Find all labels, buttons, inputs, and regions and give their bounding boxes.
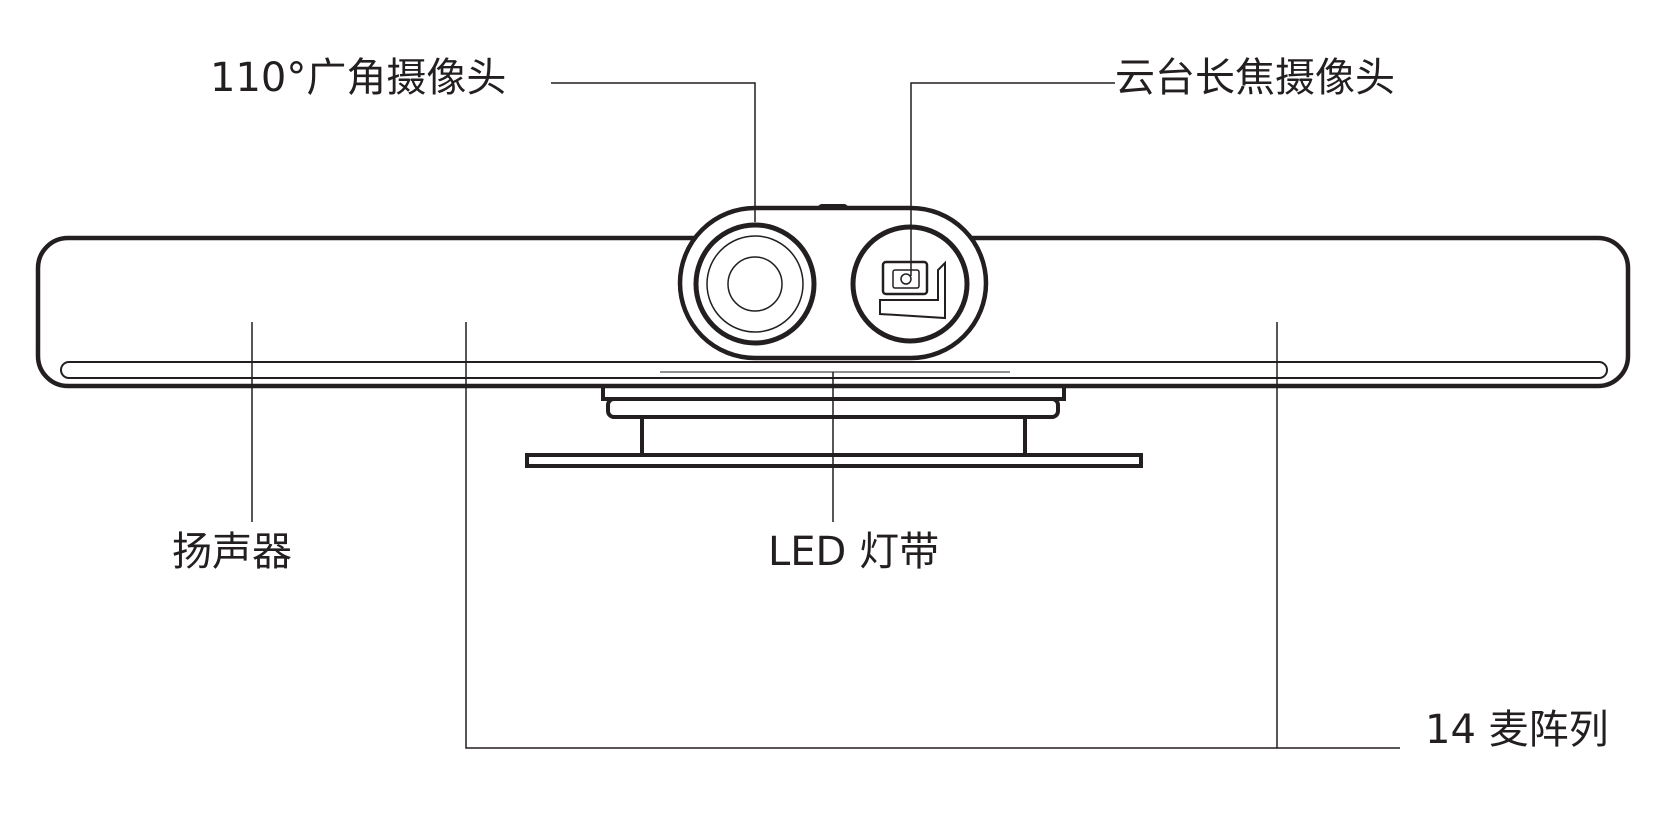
callout-lines xyxy=(251,82,1400,749)
label-led-strip: LED 灯带 xyxy=(768,529,940,575)
mount-bracket xyxy=(525,381,1143,468)
wide-camera-lens xyxy=(693,222,817,346)
label-ptz-camera: 云台长焦摄像头 xyxy=(1115,55,1395,101)
label-mic-array: 14 麦阵列 xyxy=(1425,707,1609,753)
ptz-camera-lens xyxy=(850,224,970,344)
led-strip xyxy=(60,361,1608,379)
label-speaker: 扬声器 xyxy=(172,529,292,575)
label-wide-camera: 110°广角摄像头 xyxy=(210,55,507,101)
